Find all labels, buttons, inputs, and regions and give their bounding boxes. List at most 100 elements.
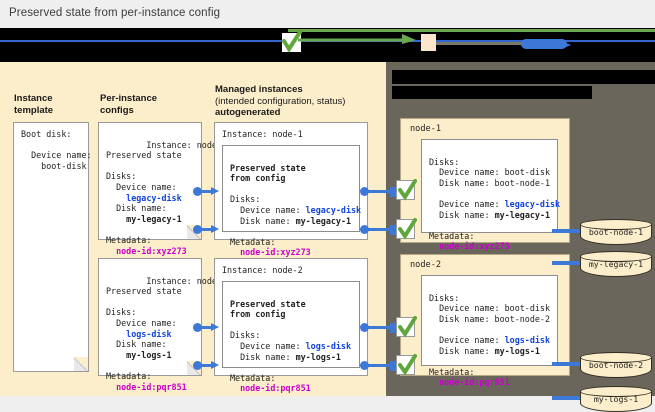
disk-label: boot-node-1 <box>588 227 644 237</box>
device-name-value: legacy-disk <box>305 204 362 215</box>
extra-device-label: Device name: <box>429 198 505 209</box>
connector-config2-metadata <box>193 361 221 370</box>
column-heading-managed-instances: Managed instances (intended configuratio… <box>215 84 345 119</box>
extra-device-value: logs-disk <box>504 334 551 345</box>
disks-label: Disks: <box>106 171 137 182</box>
node-box-node-1[interactable]: node-1 Disks: Device name: boot-disk Dis… <box>400 118 570 251</box>
device-name-label: Device name: <box>106 317 177 328</box>
metadata-value: node-id:pqr851 <box>429 377 510 388</box>
disk-name-value: my-legacy-1 <box>106 213 182 224</box>
boot-disk-label: Disk name: boot-node-1 <box>429 177 551 188</box>
heading-line: Per-instance <box>100 93 158 104</box>
green-check-icon-node1-disk <box>396 179 417 201</box>
boot-device-label: Device name: boot-disk <box>429 167 551 178</box>
connector-node2-logsdisk <box>552 396 580 400</box>
column-heading-per-instance-configs: Per-instance configs <box>100 93 157 116</box>
extra-disk-value: my-logs-1 <box>494 345 540 356</box>
extra-disk-value: my-legacy-1 <box>494 209 551 220</box>
disk-cylinder-my-legacy-1[interactable]: my-legacy-1 <box>580 251 652 277</box>
extra-device-label: Device name: <box>429 334 505 345</box>
disks-label: Disks: <box>230 330 261 341</box>
connector-config1-metadata <box>193 225 221 234</box>
page-title: Preserved state from per-instance config <box>9 7 221 19</box>
column-heading-instance-template: Instance template <box>14 93 53 116</box>
disks-label: Disks: <box>106 307 137 318</box>
legend-green-arrow-icon <box>298 31 418 44</box>
disk-name-label: Disk name: <box>230 351 296 362</box>
managed-instance-title: Instance: node-2 <box>222 265 303 275</box>
instance-template-card[interactable]: Boot disk: Device name: boot-disk <box>13 122 92 372</box>
right-pane-heading-redacted-line1 <box>392 70 655 84</box>
heading-line: autogenerated <box>215 107 281 118</box>
heading-line: template <box>14 104 54 116</box>
config-header: Instance: node-2 Preserved state <box>106 275 228 297</box>
heading-line: Managed instances <box>215 84 303 95</box>
node-box-node-2[interactable]: node-2 Disks: Device name: boot-disk Dis… <box>400 254 570 387</box>
heading-line: Instance <box>14 93 53 104</box>
metadata-value: node-id:xyz273 <box>230 247 311 258</box>
metadata-value: node-id:xyz273 <box>106 245 187 256</box>
metadata-value: node-id:pqr851 <box>230 383 311 394</box>
diagram-body: Instance template Per-instance configs M… <box>0 62 655 412</box>
device-name-value: logs-disk <box>106 328 172 339</box>
green-check-icon-node1-metadata <box>396 218 417 240</box>
per-instance-config-card-node-2[interactable]: Instance: node-2 Preserved state Disks: … <box>98 258 227 392</box>
disk-name-label: Disk name: <box>230 215 296 226</box>
metadata-label: Metadata: <box>106 234 152 245</box>
per-instance-config-card-node-1[interactable]: Instance: node-1 Preserved state Disks: … <box>98 122 227 256</box>
preserved-line-1: Preserved state <box>230 162 306 173</box>
disks-label: Disks: <box>230 194 261 205</box>
managed-instance-card-node-1[interactable]: Instance: node-1 Preserved state from co… <box>214 122 368 257</box>
node-title: node-2 <box>410 260 442 270</box>
disk-name-value: my-legacy-1 <box>295 215 352 226</box>
connector-config2-disk <box>193 323 221 332</box>
legend-cream-swatch-icon <box>421 34 436 51</box>
disk-name-label: Disk name: <box>106 339 167 350</box>
metadata-label: Metadata: <box>106 370 152 381</box>
right-pane-heading-redacted-line2 <box>392 86 592 99</box>
extra-device-value: legacy-disk <box>504 198 561 209</box>
preserved-line-2: from config <box>230 309 286 320</box>
green-check-icon-node2-disk <box>396 316 417 338</box>
disk-name-label: Disk name: <box>106 203 167 214</box>
disks-label: Disks: <box>429 292 460 303</box>
disk-label: my-legacy-1 <box>588 259 644 269</box>
disk-name-value: my-logs-1 <box>106 349 172 360</box>
device-name-value: legacy-disk <box>106 192 182 203</box>
heading-line: configs <box>100 104 134 116</box>
boot-disk-label: Disk name: boot-node-2 <box>429 313 551 324</box>
instance-template-text: Boot disk: Device name: boot-disk <box>21 129 92 171</box>
device-name-label: Device name: <box>230 204 306 215</box>
disks-label: Disks: <box>429 156 460 167</box>
preserved-line-2: from config <box>230 173 286 184</box>
disk-cylinder-boot-node-1[interactable]: boot-node-1 <box>580 219 652 245</box>
page-fold-corner-icon <box>74 357 89 372</box>
connector-node2-bootdisk <box>552 362 580 366</box>
metadata-value: node-id:xyz273 <box>429 241 510 252</box>
preserved-state-box: Preserved state from config Disks: Devic… <box>222 281 360 393</box>
disk-cylinder-my-logs-1[interactable]: my-logs-1 <box>580 386 652 412</box>
managed-instance-title: Instance: node-1 <box>222 129 303 139</box>
disk-cylinder-boot-node-2[interactable]: boot-node-2 <box>580 352 652 378</box>
device-name-label: Device name: <box>106 181 177 192</box>
metadata-label: Metadata: <box>230 372 276 383</box>
extra-disk-label: Disk name: <box>429 209 495 220</box>
managed-instance-card-node-2[interactable]: Instance: node-2 Preserved state from co… <box>214 258 368 393</box>
legend-band <box>0 28 655 62</box>
device-name-label: Device name: <box>230 340 306 351</box>
node-title: node-1 <box>410 124 442 134</box>
disk-label: my-logs-1 <box>593 394 639 404</box>
green-check-icon-node2-metadata <box>396 354 417 376</box>
connector-node1-legacydisk <box>552 261 580 265</box>
legend-green-check-icon <box>282 30 302 53</box>
boot-device-label: Device name: boot-disk <box>429 303 551 314</box>
legend-blue-arrow-icon <box>521 39 571 49</box>
config-header: Instance: node-1 Preserved state <box>106 139 228 161</box>
preserved-line-1: Preserved state <box>230 298 306 309</box>
connector-config1-disk <box>193 187 221 196</box>
heading-line: (intended configuration, status) <box>215 95 346 107</box>
legend-green-rule <box>288 29 655 32</box>
metadata-label: Metadata: <box>230 236 276 247</box>
metadata-label: Metadata: <box>429 366 475 377</box>
device-name-value: logs-disk <box>305 340 352 351</box>
